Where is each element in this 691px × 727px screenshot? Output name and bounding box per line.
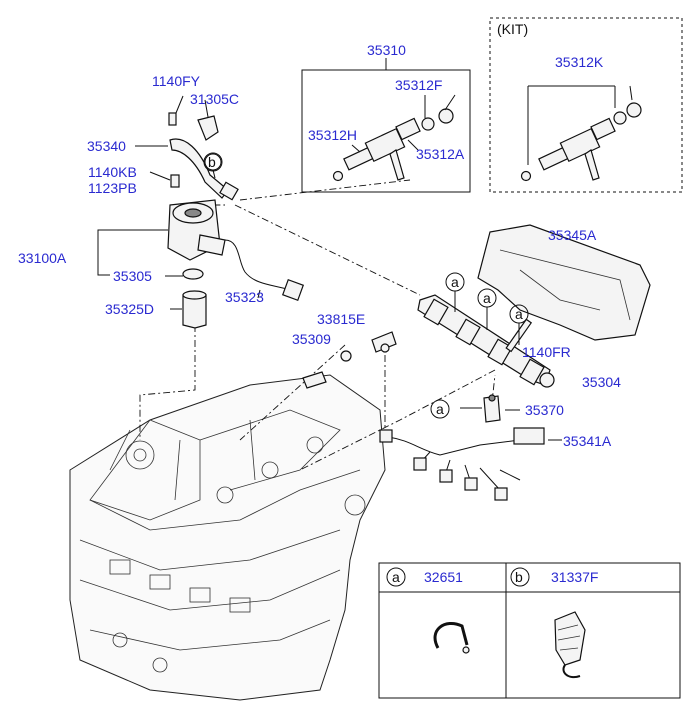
callout-a-2 xyxy=(477,288,497,330)
rail-assembly xyxy=(302,224,651,423)
hp-pump xyxy=(167,199,226,261)
legend-b-letter: b xyxy=(515,569,523,585)
label-1123PB: 1123PB xyxy=(88,180,137,196)
label-35309: 35309 xyxy=(292,331,331,347)
legend-a-part: 32651 xyxy=(424,569,463,585)
wiring-harness xyxy=(379,427,562,501)
label-35304: 35304 xyxy=(582,374,621,390)
callout-b-letter: b xyxy=(208,154,216,170)
label-1140KB: 1140KB xyxy=(88,164,137,180)
label-35312K: 35312K xyxy=(555,54,604,70)
pump-assembly xyxy=(97,95,305,329)
label-33815E: 33815E xyxy=(317,311,365,327)
callout-a-3 xyxy=(509,304,529,345)
callout-a-letter-4: a xyxy=(436,401,444,417)
label-35312A: 35312A xyxy=(416,146,465,162)
engine-block xyxy=(69,374,386,701)
callout-a-letter-1: a xyxy=(451,274,459,290)
label-1140FR: 1140FR xyxy=(522,344,571,360)
label-35325D: 35325D xyxy=(105,301,154,317)
callout-a-4 xyxy=(430,399,450,419)
label-35312F: 35312F xyxy=(395,77,442,93)
label-33100A: 33100A xyxy=(18,250,67,266)
label-31305C: 31305C xyxy=(190,91,239,107)
legend-a-letter: a xyxy=(392,569,400,585)
label-35305: 35305 xyxy=(113,268,152,284)
label-1140FY: 1140FY xyxy=(152,73,201,89)
label-35323: 35323 xyxy=(225,289,264,305)
callout-a-letter-3: a xyxy=(515,306,523,322)
callout-a-1 xyxy=(445,272,465,312)
label-35312H: 35312H xyxy=(308,127,357,143)
label-35340: 35340 xyxy=(87,138,126,154)
callout-b-pump xyxy=(203,152,223,172)
injector-box-35310 xyxy=(301,58,471,193)
legend-table xyxy=(378,562,681,699)
dash-leaders xyxy=(139,179,496,471)
clip-32651 xyxy=(433,622,470,654)
label-35345A: 35345A xyxy=(548,227,597,243)
label-35310: 35310 xyxy=(367,42,406,58)
label-35370: 35370 xyxy=(525,402,564,418)
legend-b-part: 31337F xyxy=(551,569,598,585)
kit-label: (KIT) xyxy=(497,21,528,37)
callout-a-letter-2: a xyxy=(483,290,491,306)
injector-kit xyxy=(538,117,616,181)
kit-box xyxy=(489,17,683,193)
injector-35310 xyxy=(343,117,421,181)
callout-circles xyxy=(203,152,529,419)
clip-31337F xyxy=(554,611,586,678)
label-35341A: 35341A xyxy=(563,433,612,449)
